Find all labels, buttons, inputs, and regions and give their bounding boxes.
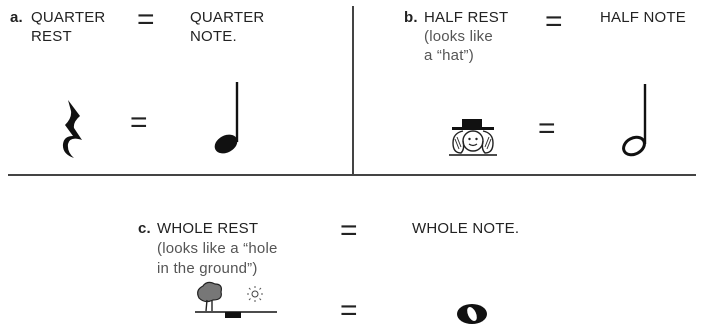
panel-b-right-label-line1: HALF NOTE bbox=[600, 9, 686, 26]
panel-c-right-label-line1: WHOLE NOTE. bbox=[412, 220, 520, 237]
half-rest-hat-icon bbox=[449, 119, 497, 156]
panel-a-marker: a. bbox=[10, 9, 23, 26]
panel-a-left-label-line2: REST bbox=[31, 28, 72, 45]
quarter-note-icon bbox=[214, 82, 239, 154]
panel-c-left-label-line3: in the ground”) bbox=[157, 260, 258, 277]
panel-c-symbols-equals: = bbox=[340, 294, 358, 327]
whole-rest-ground-icon bbox=[195, 281, 277, 318]
half-note-icon bbox=[622, 84, 647, 157]
panel-c-marker: c. bbox=[138, 220, 151, 237]
vertical-divider bbox=[352, 6, 354, 174]
quarter-rest-icon bbox=[62, 100, 82, 158]
panel-b-marker: b. bbox=[404, 9, 418, 26]
panel-a-right-label-line2: NOTE. bbox=[190, 28, 237, 45]
panel-a-left-label-line1: QUARTER bbox=[31, 9, 106, 26]
panel-b-left-label-line1: HALF REST bbox=[424, 9, 509, 26]
horizontal-divider bbox=[8, 174, 696, 176]
whole-note-icon bbox=[457, 304, 487, 324]
panel-a-symbols-equals: = bbox=[130, 106, 148, 139]
panel-a-equals: = bbox=[137, 3, 155, 36]
panel-b-symbols-equals: = bbox=[538, 112, 556, 145]
panel-c-equals: = bbox=[340, 214, 358, 247]
panel-b-left-label-line2: (looks like bbox=[424, 28, 493, 45]
panel-c-left-label-line1: WHOLE REST bbox=[157, 220, 259, 237]
panel-a-right-label-line1: QUARTER bbox=[190, 9, 265, 26]
panel-c-left-label-line2: (looks like a “hole bbox=[157, 240, 278, 257]
panel-b-left-label-line3: a “hat”) bbox=[424, 47, 474, 64]
panel-b-equals: = bbox=[545, 5, 563, 38]
